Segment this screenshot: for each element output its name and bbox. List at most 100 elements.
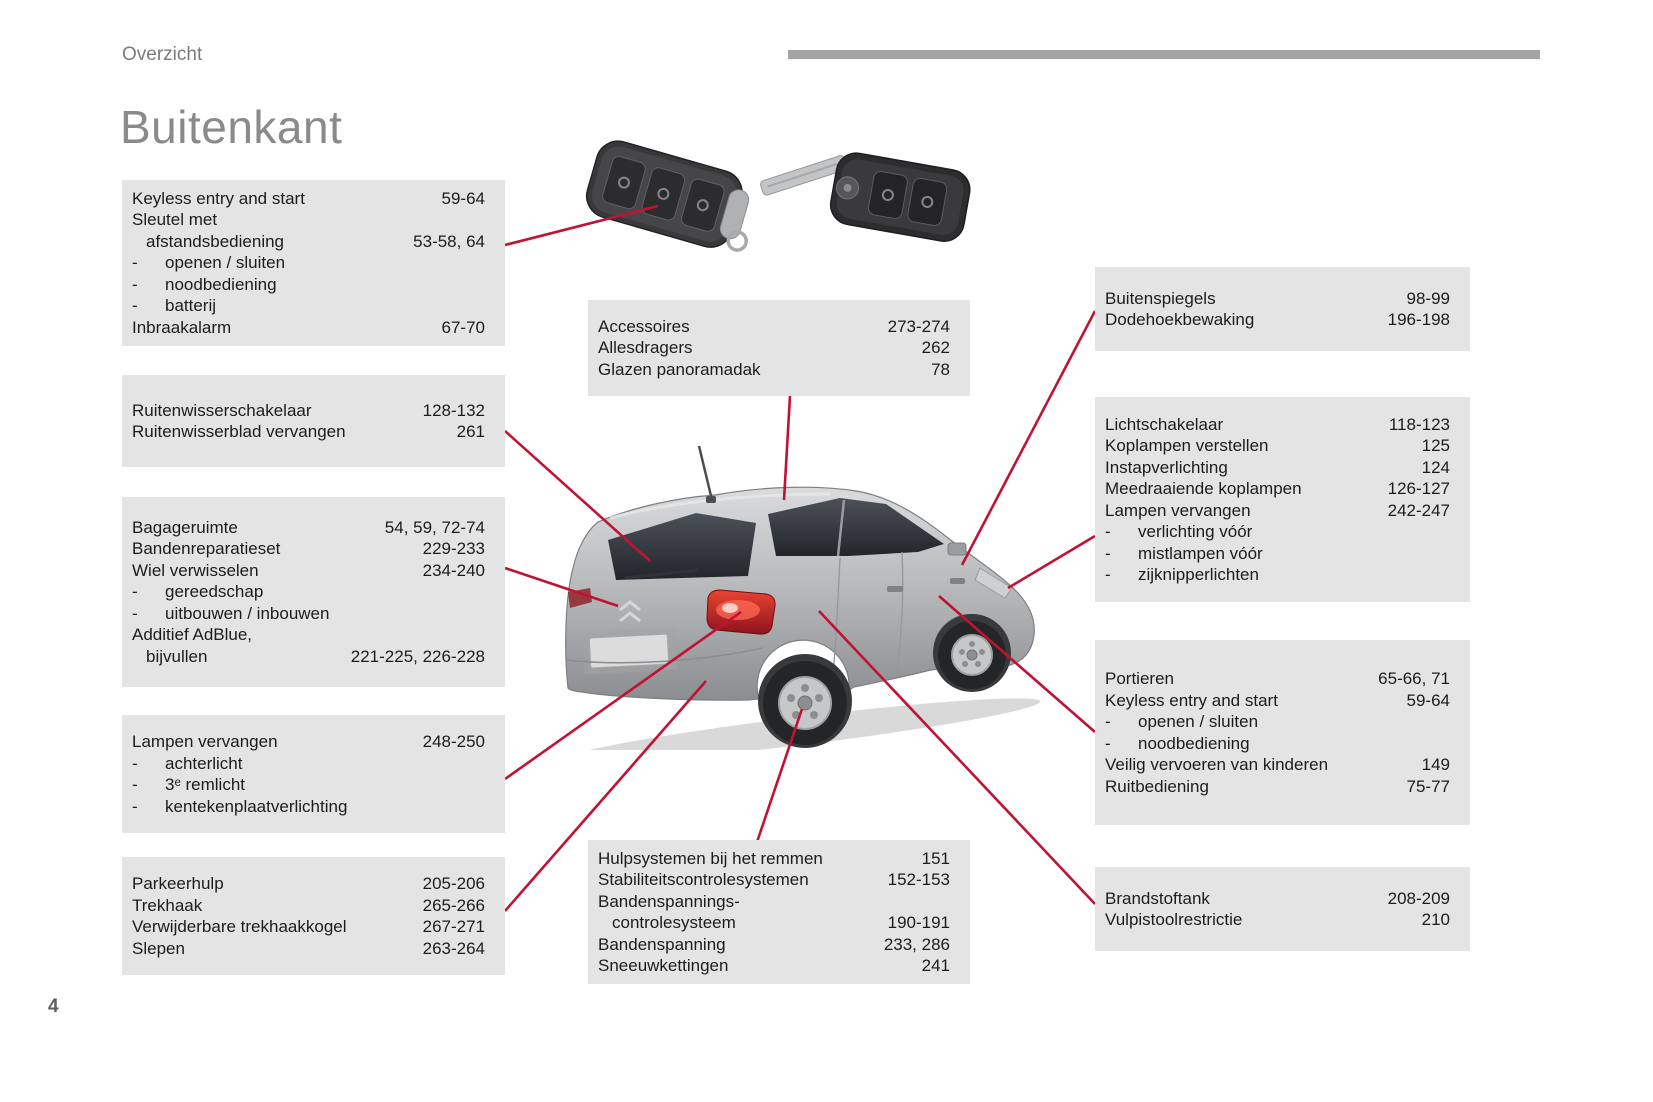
index-row-pages: 126-127 (1387, 479, 1450, 498)
index-row-pages: 118-123 (1388, 414, 1450, 434)
index-row: Bandenspannings- (598, 891, 950, 913)
bullet-dash: - (1105, 522, 1111, 541)
index-row-label: -openen / sluiten (132, 253, 286, 273)
bullet-dash: - (132, 253, 138, 273)
index-row-pages (473, 274, 485, 296)
index-row-pages: 124 (1421, 457, 1450, 477)
index-row-label: Lichtschakelaar (1105, 414, 1224, 434)
index-row: Ruitbediening 75-77 (1105, 776, 1450, 798)
index-row-label: -mistlampen vóór (1105, 543, 1263, 563)
index-row: -gereedschap (132, 581, 485, 603)
index-row-label: Buitenspiegels (1105, 288, 1216, 308)
index-row-pages: 208-209 (1387, 888, 1450, 908)
index-row: -openen / sluiten (132, 252, 485, 274)
index-row: -verlichting vóór (1105, 521, 1450, 543)
index-row: Buitenspiegels 98-99 (1105, 288, 1450, 310)
index-row: -zijknipperlichten (1105, 564, 1450, 586)
index-row-pages (473, 796, 485, 818)
index-row-pages: 128-132 (422, 400, 485, 420)
index-row: Instapverlichting 124 (1105, 457, 1450, 479)
index-row: Additief AdBlue, (132, 624, 485, 646)
index-row-label: -noodbediening (132, 274, 277, 294)
index-row-pages: 75-77 (1406, 776, 1450, 796)
bullet-dash: - (132, 753, 138, 773)
index-row: Bandenspanning 233, 286 (598, 934, 950, 956)
index-row-pages (1438, 564, 1450, 586)
index-row: -noodbediening (132, 274, 485, 296)
index-row-label: Lampen vervangen (1105, 500, 1251, 520)
index-row-label: Bandenspanning (598, 934, 726, 954)
index-row-pages: 196-198 (1387, 310, 1450, 329)
index-row-label: Veilig vervoeren van kinderen (1105, 755, 1329, 774)
index-row-pages: 242-247 (1387, 500, 1450, 520)
index-row-pages (473, 209, 485, 231)
index-row-pages: 273-274 (887, 316, 950, 336)
index-row-pages: 267-271 (422, 917, 485, 936)
page-number: 4 (48, 996, 59, 1017)
index-row-label: Additief AdBlue, (132, 625, 253, 645)
index-row-label: afstandsbediening (146, 231, 285, 251)
index-row: -mistlampen vóór (1105, 543, 1450, 565)
index-row-pages (473, 295, 485, 317)
index-row-pages: 262 (921, 338, 950, 358)
index-row-pages: 151 (921, 848, 950, 868)
index-row-pages: 205-206 (422, 874, 485, 893)
index-row-pages (473, 624, 485, 646)
index-row-pages: 54, 59, 72-74 (384, 517, 485, 537)
index-row-label: -3ᵉ remlicht (132, 775, 246, 794)
index-row-label: Vulpistoolrestrictie (1105, 910, 1243, 929)
index-row: Bagageruimte 54, 59, 72-74 (132, 517, 485, 539)
index-row-label: Inbraakalarm (132, 317, 232, 337)
index-row-label: -gereedschap (132, 582, 264, 602)
index-row-label: Keyless entry and start (132, 188, 305, 208)
index-row-pages (473, 774, 485, 796)
index-row-label: Ruitbediening (1105, 776, 1209, 796)
index-row: -kentekenplaatverlichting (132, 796, 485, 818)
index-row-label: Parkeerhulp (132, 874, 224, 893)
index-row-label: Glazen panoramadak (598, 359, 761, 379)
index-row-pages: 67-70 (441, 317, 485, 337)
index-row-pages (473, 603, 485, 625)
index-row-pages: 233, 286 (883, 934, 950, 954)
index-row-pages: 98-99 (1406, 288, 1450, 308)
index-row-pages: 234-240 (422, 560, 485, 580)
index-row-label: Bagageruimte (132, 517, 238, 537)
index-row-pages: 190-191 (887, 913, 950, 932)
key-fobs-illustration (585, 140, 971, 252)
index-row-pages (473, 252, 485, 274)
index-row-pages (473, 753, 485, 775)
index-row-label: Wiel verwisselen (132, 560, 259, 580)
bullet-dash: - (132, 274, 138, 294)
index-row-label: Stabiliteitscontrolesystemen (598, 870, 809, 889)
index-row: Sleutel met (132, 209, 485, 231)
index-row-label: Bandenspannings- (598, 891, 740, 911)
index-row: Wiel verwisselen 234-240 (132, 560, 485, 582)
index-row-label: Instapverlichting (1105, 457, 1228, 477)
bullet-dash: - (132, 603, 138, 623)
index-row-label: -noodbediening (1105, 733, 1250, 753)
section-header: Overzicht (122, 44, 203, 65)
index-row-label: Ruitenwisserblad vervangen (132, 422, 346, 441)
car-illustration (559, 445, 1041, 750)
